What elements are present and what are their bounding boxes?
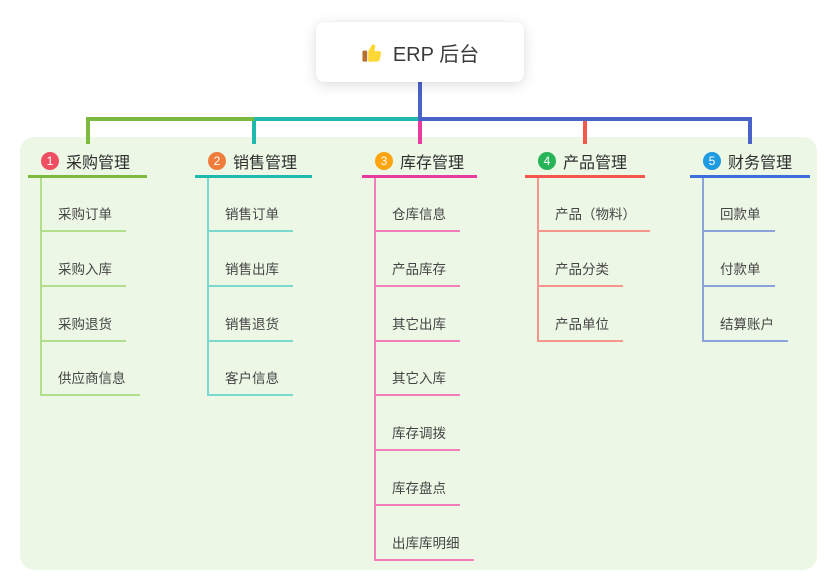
branch-title-2[interactable]: 2 销售管理 bbox=[195, 146, 312, 178]
mindmap-item[interactable]: 产品单位 bbox=[537, 312, 623, 342]
mindmap-item[interactable]: 采购退货 bbox=[40, 312, 126, 342]
mindmap-item[interactable]: 付款单 bbox=[702, 257, 775, 287]
branch-rail-3 bbox=[374, 178, 376, 561]
branch-rail-2 bbox=[207, 178, 209, 397]
branch-label: 财务管理 bbox=[728, 154, 793, 172]
connector-bus-green bbox=[85, 117, 254, 121]
mindmap-item[interactable]: 客户信息 bbox=[207, 366, 293, 397]
branch-badge-3: 3 bbox=[375, 151, 393, 170]
branch-badge-1: 1 bbox=[41, 151, 59, 170]
item-label: 付款单 bbox=[720, 261, 761, 277]
branch-label: 库存管理 bbox=[400, 154, 465, 172]
item-label: 供应商信息 bbox=[58, 371, 126, 387]
branch-rail-4 bbox=[537, 178, 539, 342]
item-label: 采购入库 bbox=[58, 261, 112, 277]
item-label: 采购订单 bbox=[58, 207, 112, 222]
connector-drop-5 bbox=[748, 117, 752, 144]
branch-title-5[interactable]: 5 财务管理 bbox=[690, 146, 810, 178]
mindmap-item[interactable]: 销售订单 bbox=[207, 202, 293, 232]
branch-rail-1 bbox=[40, 178, 42, 397]
root-node[interactable]: ERP 后台 bbox=[316, 22, 524, 82]
mindmap-item[interactable]: 销售退货 bbox=[207, 312, 293, 342]
mindmap-item[interactable]: 销售出库 bbox=[207, 257, 293, 287]
root-label: ERP 后台 bbox=[392, 43, 480, 66]
mindmap-item[interactable]: 产品分类 bbox=[537, 257, 623, 287]
root-connector bbox=[417, 82, 422, 121]
item-label: 结算账户 bbox=[720, 316, 774, 332]
mindmap-item[interactable]: 其它出库 bbox=[374, 312, 460, 342]
branch-rail-5 bbox=[702, 178, 704, 342]
mindmap-item[interactable]: 库存盘点 bbox=[374, 476, 460, 506]
mindmap-item[interactable]: 产品（物料） bbox=[537, 202, 650, 232]
connector-drop-3 bbox=[417, 117, 422, 144]
mindmap-item[interactable]: 库存调拨 bbox=[374, 421, 460, 452]
connector-drop-1 bbox=[85, 117, 90, 144]
mindmap-item[interactable]: 采购订单 bbox=[40, 202, 126, 232]
connector-bus-teal bbox=[253, 117, 420, 121]
mindmap-item[interactable]: 出库库明细 bbox=[374, 531, 474, 561]
connector-bus-blue bbox=[417, 117, 752, 121]
branch-label: 销售管理 bbox=[233, 154, 298, 172]
mindmap-item[interactable]: 其它入库 bbox=[374, 366, 460, 397]
branch-label: 产品管理 bbox=[563, 154, 628, 172]
item-label: 产品（物料） bbox=[555, 207, 636, 222]
item-label: 其它出库 bbox=[392, 316, 446, 332]
branch-badge-5: 5 bbox=[703, 151, 721, 170]
item-label: 其它入库 bbox=[392, 371, 446, 387]
mindmap-item[interactable]: 结算账户 bbox=[702, 312, 788, 342]
connector-drop-2 bbox=[251, 117, 256, 144]
branch-badge-2: 2 bbox=[208, 151, 226, 170]
item-label: 产品单位 bbox=[555, 316, 609, 332]
mindmap-item[interactable]: 采购入库 bbox=[40, 257, 126, 287]
mindmap-item[interactable]: 产品库存 bbox=[374, 257, 460, 287]
branch-title-3[interactable]: 3 库存管理 bbox=[362, 146, 477, 178]
item-label: 产品分类 bbox=[555, 261, 609, 277]
mindmap-item[interactable]: 供应商信息 bbox=[40, 366, 140, 397]
item-label: 库存调拨 bbox=[392, 426, 446, 442]
thumbs-up-icon bbox=[361, 41, 384, 64]
item-label: 仓库信息 bbox=[392, 207, 446, 222]
item-label: 采购退货 bbox=[58, 316, 112, 332]
branches-panel bbox=[20, 137, 817, 570]
mindmap-item[interactable]: 仓库信息 bbox=[374, 202, 460, 232]
item-label: 销售退货 bbox=[225, 316, 279, 332]
item-label: 回款单 bbox=[720, 207, 761, 222]
item-label: 库存盘点 bbox=[392, 481, 446, 496]
item-label: 销售出库 bbox=[225, 261, 279, 277]
item-label: 出库库明细 bbox=[392, 535, 460, 551]
branch-title-1[interactable]: 1 采购管理 bbox=[28, 146, 147, 178]
branch-title-4[interactable]: 4 产品管理 bbox=[525, 146, 645, 178]
item-label: 产品库存 bbox=[392, 261, 446, 277]
item-label: 销售订单 bbox=[225, 207, 279, 222]
branch-label: 采购管理 bbox=[66, 154, 131, 172]
mindmap-item[interactable]: 回款单 bbox=[702, 202, 775, 232]
connector-drop-4 bbox=[583, 117, 587, 144]
branch-badge-4: 4 bbox=[538, 151, 556, 170]
item-label: 客户信息 bbox=[225, 371, 279, 387]
